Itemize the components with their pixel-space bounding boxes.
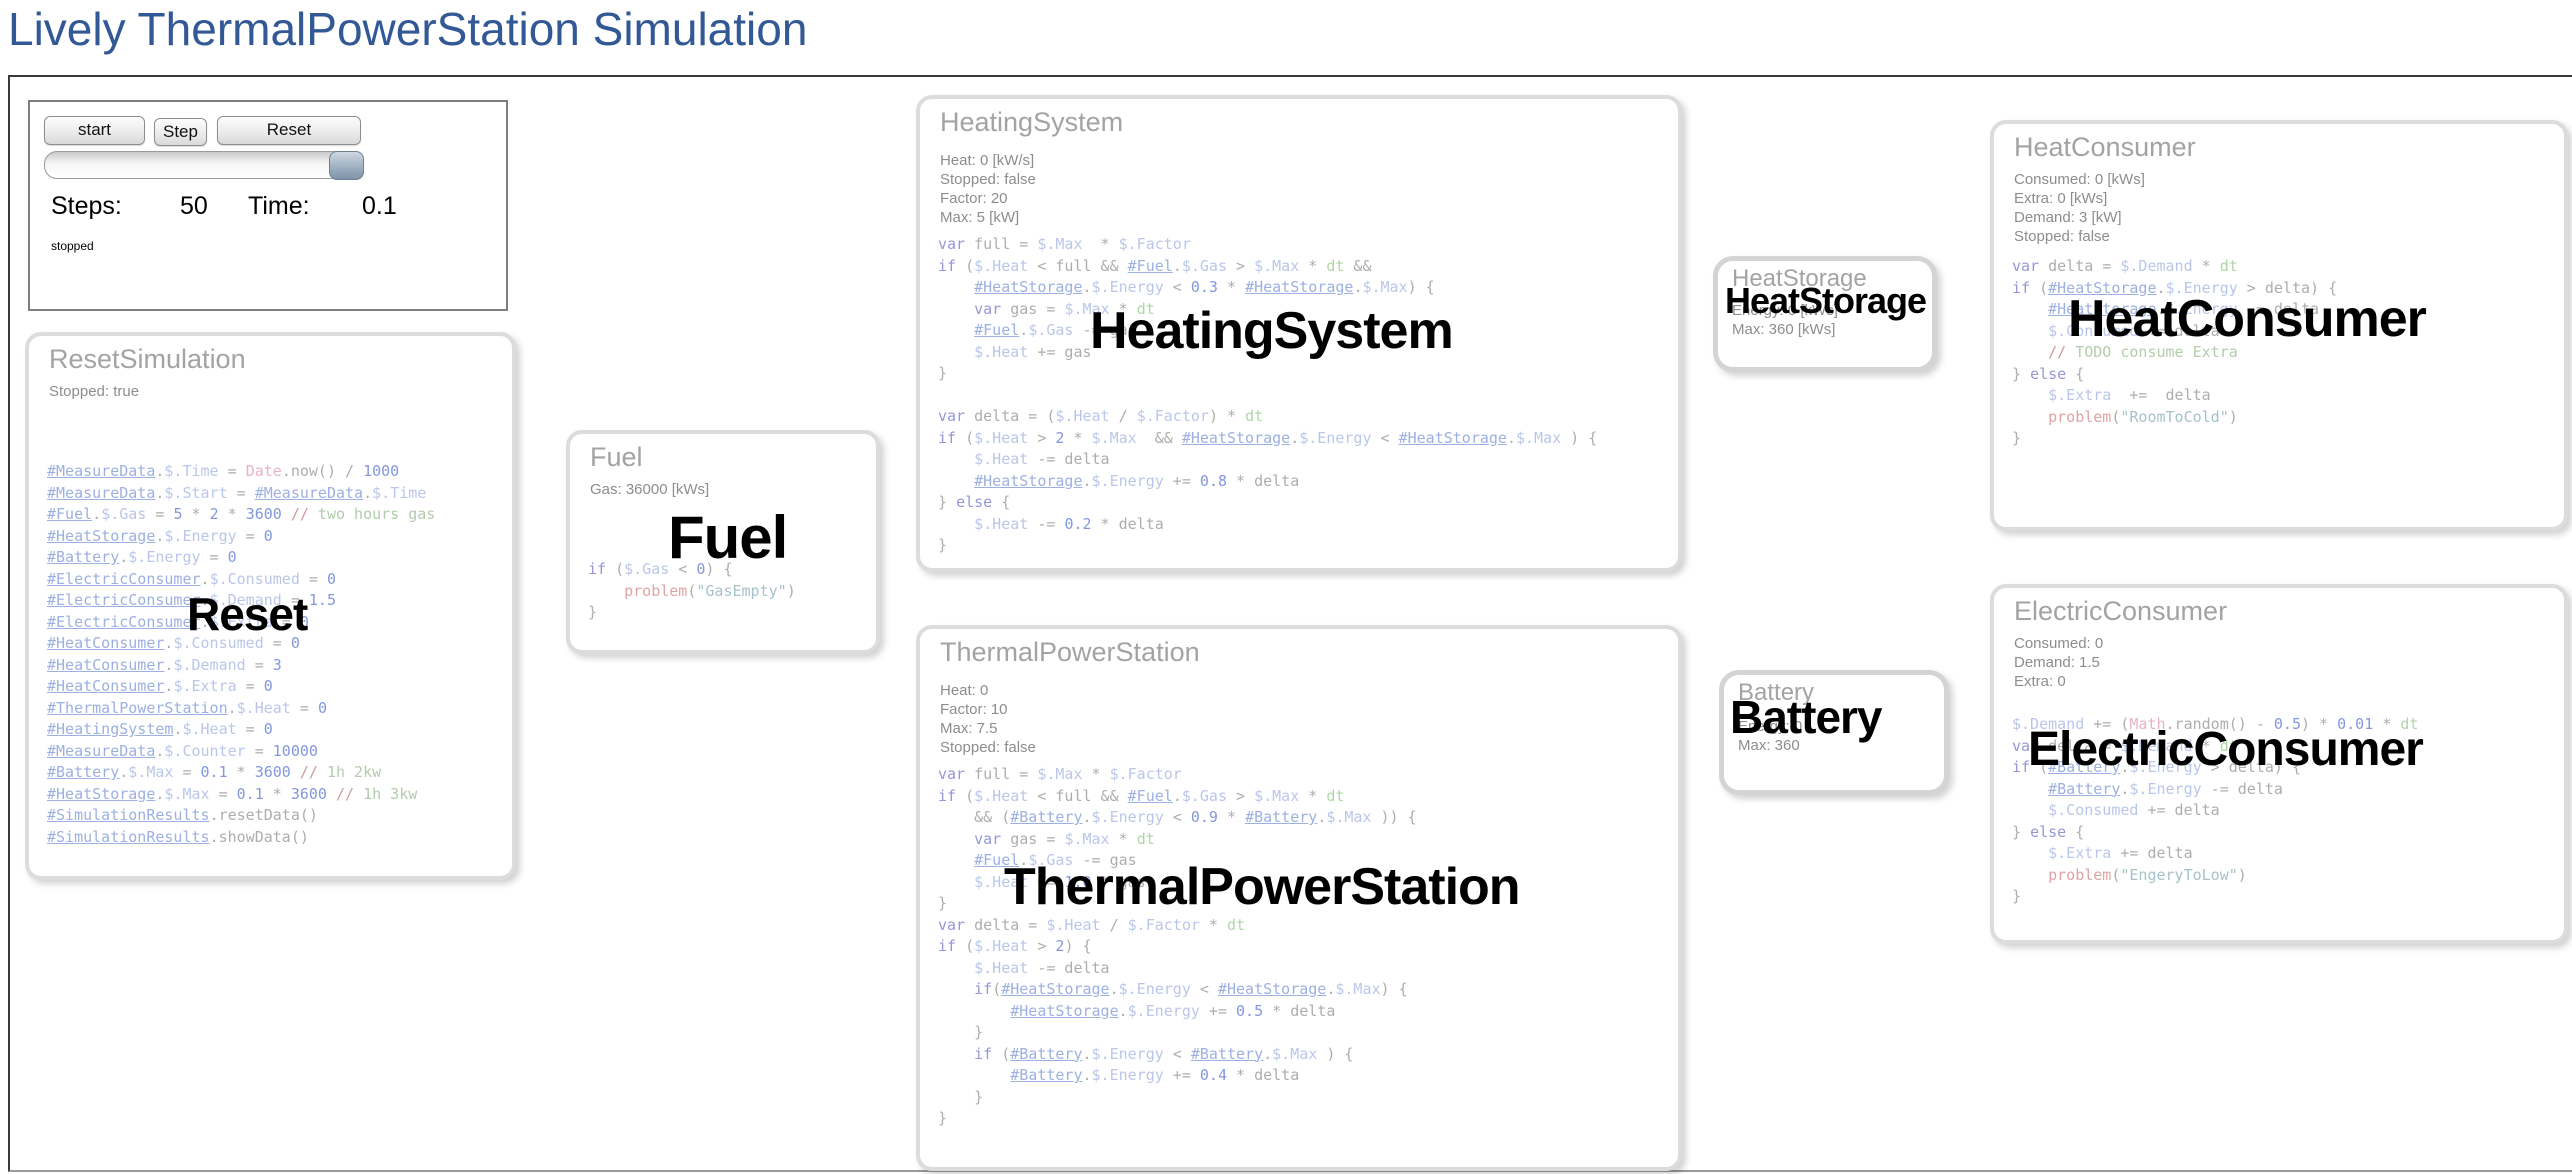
- panel-title: ResetSimulation: [49, 344, 246, 374]
- panel-code-editor[interactable]: $.Demand += (Math.random() - 0.5) * 0.01…: [2012, 715, 2419, 905]
- status-badge: stopped: [51, 239, 94, 253]
- world-canvas: start Step Reset Steps: 50 Time: 0.1 sto…: [8, 75, 2572, 1172]
- time-value: 0.1: [362, 192, 397, 220]
- panel-heat-consumer[interactable]: HeatConsumer Consumed: 0 [kWs]Extra: 0 […: [1990, 120, 2568, 531]
- page-title: Lively ThermalPowerStation Simulation: [8, 3, 808, 55]
- panel-title: ElectricConsumer: [2014, 596, 2228, 626]
- panel-title: Battery: [1738, 679, 1815, 706]
- panel-title: ThermalPowerStation: [940, 637, 1200, 667]
- panel-properties: Gas: 36000 [kWs]: [590, 481, 710, 498]
- overlay-label-heat-consumer: HeatConsumer: [2068, 290, 2427, 348]
- panel-properties: Stopped: true: [49, 383, 140, 400]
- overlay-label-fuel: Fuel: [668, 504, 788, 571]
- overlay-label-heat-storage: HeatStorage: [1725, 280, 1927, 321]
- panel-code-editor[interactable]: var full = $.Max * $.Factor if ($.Heat <…: [938, 235, 1598, 554]
- panel-code-editor[interactable]: var full = $.Max * $.Factor if ($.Heat <…: [938, 765, 1417, 1127]
- speed-slider[interactable]: [44, 151, 364, 180]
- panel-title: HeatStorage: [1732, 265, 1867, 292]
- panel-fuel[interactable]: Fuel Gas: 36000 [kWs] if ($.Gas < 0) { p…: [566, 430, 880, 654]
- steps-label: Steps:: [51, 192, 122, 220]
- panel-heat-storage[interactable]: HeatStorage Energy: 0 [kWs]Max: 360 [kWs…: [1713, 256, 1937, 372]
- overlay-label-reset: Reset: [187, 588, 308, 640]
- time-label: Time:: [248, 192, 310, 220]
- panel-code-editor[interactable]: if ($.Gas < 0) { problem("GasEmpty") }: [588, 560, 796, 621]
- overlay-label-heating-system: HeatingSystem: [1090, 302, 1454, 360]
- reset-button[interactable]: Reset: [217, 116, 361, 145]
- panel-title: HeatConsumer: [2014, 132, 2196, 162]
- overlay-label-thermal-power-station: ThermalPowerStation: [1004, 858, 1521, 916]
- step-button[interactable]: Step: [154, 118, 207, 146]
- steps-value: 50: [180, 192, 208, 220]
- panel-properties: Consumed: 0 [kWs]Extra: 0 [kWs]Demand: 3…: [2014, 171, 2145, 245]
- speed-slider-handle[interactable]: [329, 151, 364, 180]
- panel-code-editor[interactable]: var delta = $.Demand * dt if (#HeatStora…: [2012, 257, 2338, 447]
- panel-heating-system[interactable]: HeatingSystem Heat: 0 [kW/s]Stopped: fal…: [916, 95, 1682, 572]
- panel-title: HeatingSystem: [940, 107, 1124, 137]
- start-button[interactable]: start: [44, 116, 145, 145]
- panel-code-editor[interactable]: #MeasureData.$.Time = Date.now() / 1000 …: [47, 462, 436, 846]
- panel-title: Fuel: [590, 442, 643, 472]
- overlay-label-electric-consumer: ElectricConsumer: [2028, 723, 2424, 776]
- simulation-control-panel[interactable]: start Step Reset Steps: 50 Time: 0.1 sto…: [28, 100, 508, 311]
- panel-reset-simulation[interactable]: ResetSimulation Stopped: true #MeasureDa…: [25, 332, 516, 880]
- overlay-label-battery: Battery: [1730, 691, 1883, 743]
- panel-properties: Energy: 0 [kWs]Max: 360 [kWs]: [1732, 302, 1838, 338]
